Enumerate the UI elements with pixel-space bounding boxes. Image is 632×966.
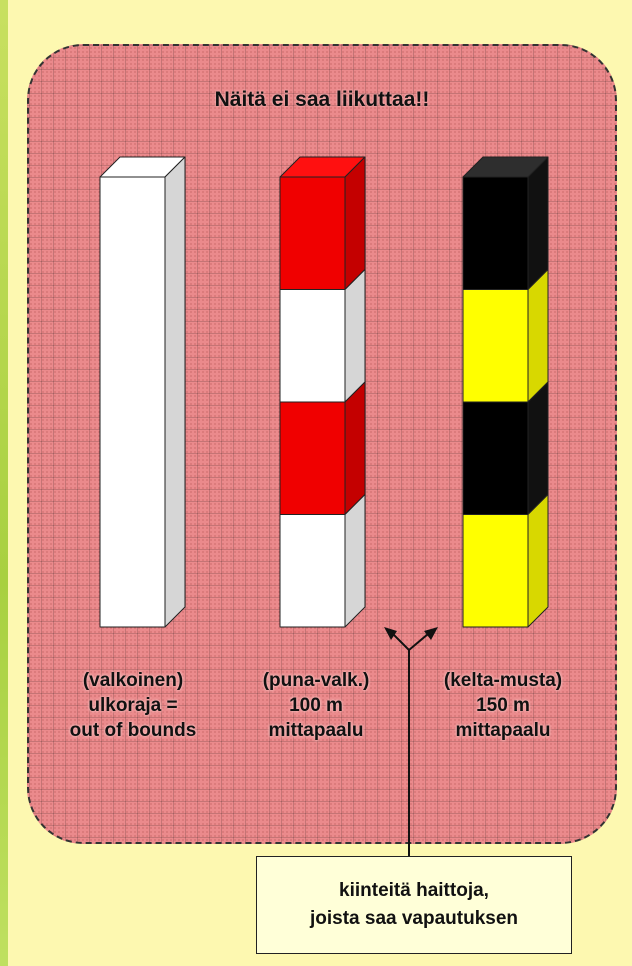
arrowhead-left (384, 627, 397, 640)
post-yellow-black-side (528, 495, 548, 628)
arrowhead-right (424, 627, 438, 640)
post-yellow-black-side (528, 157, 548, 290)
callout-line: kiinteitä haittoja, (339, 877, 489, 905)
label-red-white-post: (puna-valk.) 100 m mittapaalu (231, 668, 401, 743)
post-yellow-black-segment (463, 290, 528, 403)
post-white-segment (100, 177, 165, 627)
post-red-white-segment (280, 290, 345, 403)
post-red-white-segment (280, 515, 345, 628)
label-white-post: (valkoinen) ulkoraja = out of bounds (48, 668, 218, 743)
post-yellow-black-segment (463, 402, 528, 515)
label-line: (valkoinen) (48, 668, 218, 693)
post-red-white-side (345, 495, 365, 628)
label-line: 150 m (418, 693, 588, 718)
post-red-white-side (345, 157, 365, 290)
label-line: (kelta-musta) (418, 668, 588, 693)
post-yellow-black-segment (463, 177, 528, 290)
label-line: out of bounds (48, 718, 218, 743)
post-yellow-black-segment (463, 515, 528, 628)
post-yellow-black-side (528, 270, 548, 403)
post-red-white-side (345, 382, 365, 515)
label-yellow-black-post: (kelta-musta) 150 m mittapaalu (418, 668, 588, 743)
post-red-white-side (345, 270, 365, 403)
callout-box: kiinteitä haittoja, joista saa vapautuks… (256, 856, 572, 954)
label-line: 100 m (231, 693, 401, 718)
post-red-white-segment (280, 177, 345, 290)
post-yellow-black-side (528, 382, 548, 515)
post-white-side (165, 157, 185, 627)
callout-line: joista saa vapautuksen (310, 905, 518, 933)
label-line: (puna-valk.) (231, 668, 401, 693)
label-line: mittapaalu (418, 718, 588, 743)
post-red-white-segment (280, 402, 345, 515)
label-line: mittapaalu (231, 718, 401, 743)
label-line: ulkoraja = (48, 693, 218, 718)
